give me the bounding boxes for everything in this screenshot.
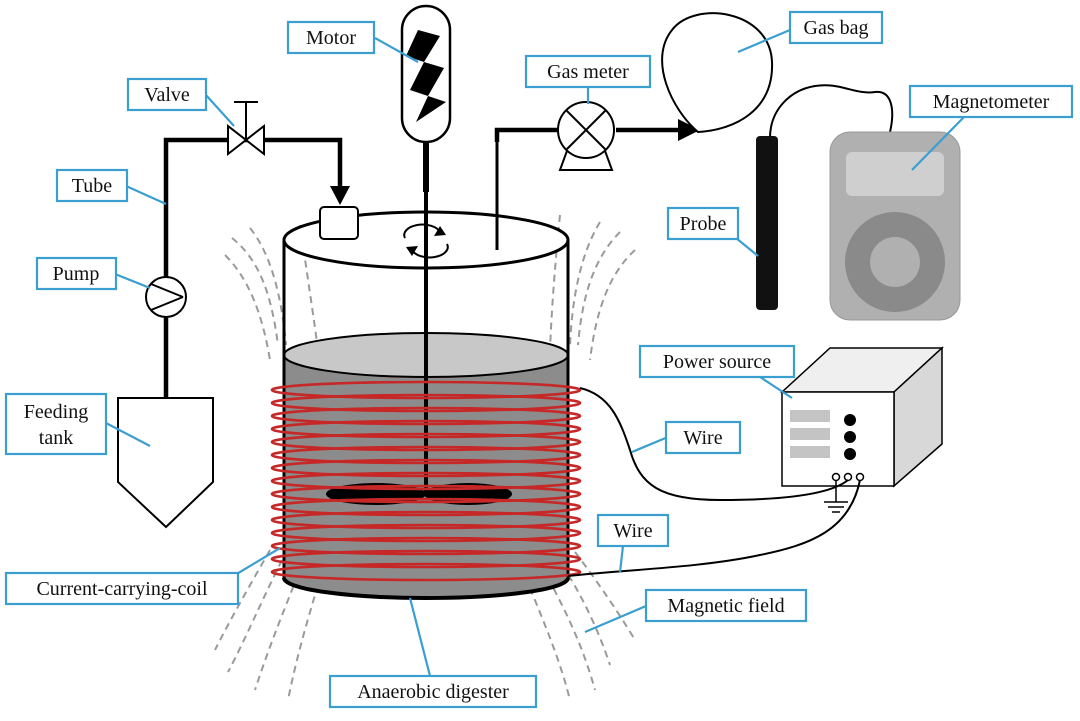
label-magnetometer: Magnetometer — [908, 84, 1074, 171]
gas-line — [494, 119, 700, 142]
label-pump: Pump — [35, 256, 151, 291]
label-gas-meter-text: Gas meter — [547, 61, 629, 83]
label-coil: Current-carrying-coil — [4, 547, 281, 606]
label-wire-upper-text: Wire — [683, 427, 722, 449]
label-wire-lower: Wire — [596, 513, 670, 573]
probe — [756, 136, 778, 310]
labels: Motor Gas bag Gas meter Magnetometer Val… — [4, 10, 1074, 709]
power-source — [780, 346, 944, 513]
label-magnetometer-text: Magnetometer — [933, 91, 1050, 113]
label-power-source: Power source — [638, 344, 796, 399]
label-digester: Anaerobic digester — [328, 597, 538, 709]
label-gas-bag-text: Gas bag — [804, 17, 869, 39]
label-magnetic-field-text: Magnetic field — [667, 595, 784, 617]
label-tube-text: Tube — [72, 175, 113, 197]
current-carrying-coil — [270, 380, 582, 582]
label-digester-text: Anaerobic digester — [357, 681, 509, 703]
label-probe-text: Probe — [680, 213, 727, 235]
label-gas-bag: Gas bag — [737, 10, 884, 54]
label-feeding-tank-line2: tank — [39, 427, 73, 449]
label-motor-text: Motor — [306, 27, 356, 49]
label-probe: Probe — [666, 206, 759, 257]
label-coil-text: Current-carrying-coil — [36, 578, 207, 600]
pump — [145, 276, 187, 318]
label-tube: Tube — [55, 168, 167, 206]
label-pump-text: Pump — [53, 263, 100, 285]
label-feeding-tank-line1: Feeding — [24, 401, 88, 423]
label-magnetic-field: Magnetic field — [584, 588, 808, 634]
label-power-source-text: Power source — [663, 351, 771, 373]
lightning-icon — [406, 30, 446, 122]
gas-bag — [661, 12, 774, 134]
magnetometer — [769, 84, 961, 321]
label-gas-meter: Gas meter — [524, 54, 652, 104]
motor — [400, 4, 452, 192]
label-valve: Valve — [126, 77, 235, 127]
label-feeding-tank: Feeding tank — [4, 392, 151, 456]
label-motor: Motor — [286, 20, 419, 63]
feeding-tank — [117, 397, 214, 529]
label-wire-lower-text: Wire — [613, 520, 652, 542]
label-wire-upper: Wire — [631, 420, 742, 455]
gas-meter — [557, 101, 615, 171]
valve — [227, 101, 265, 157]
label-valve-text: Valve — [144, 84, 190, 106]
